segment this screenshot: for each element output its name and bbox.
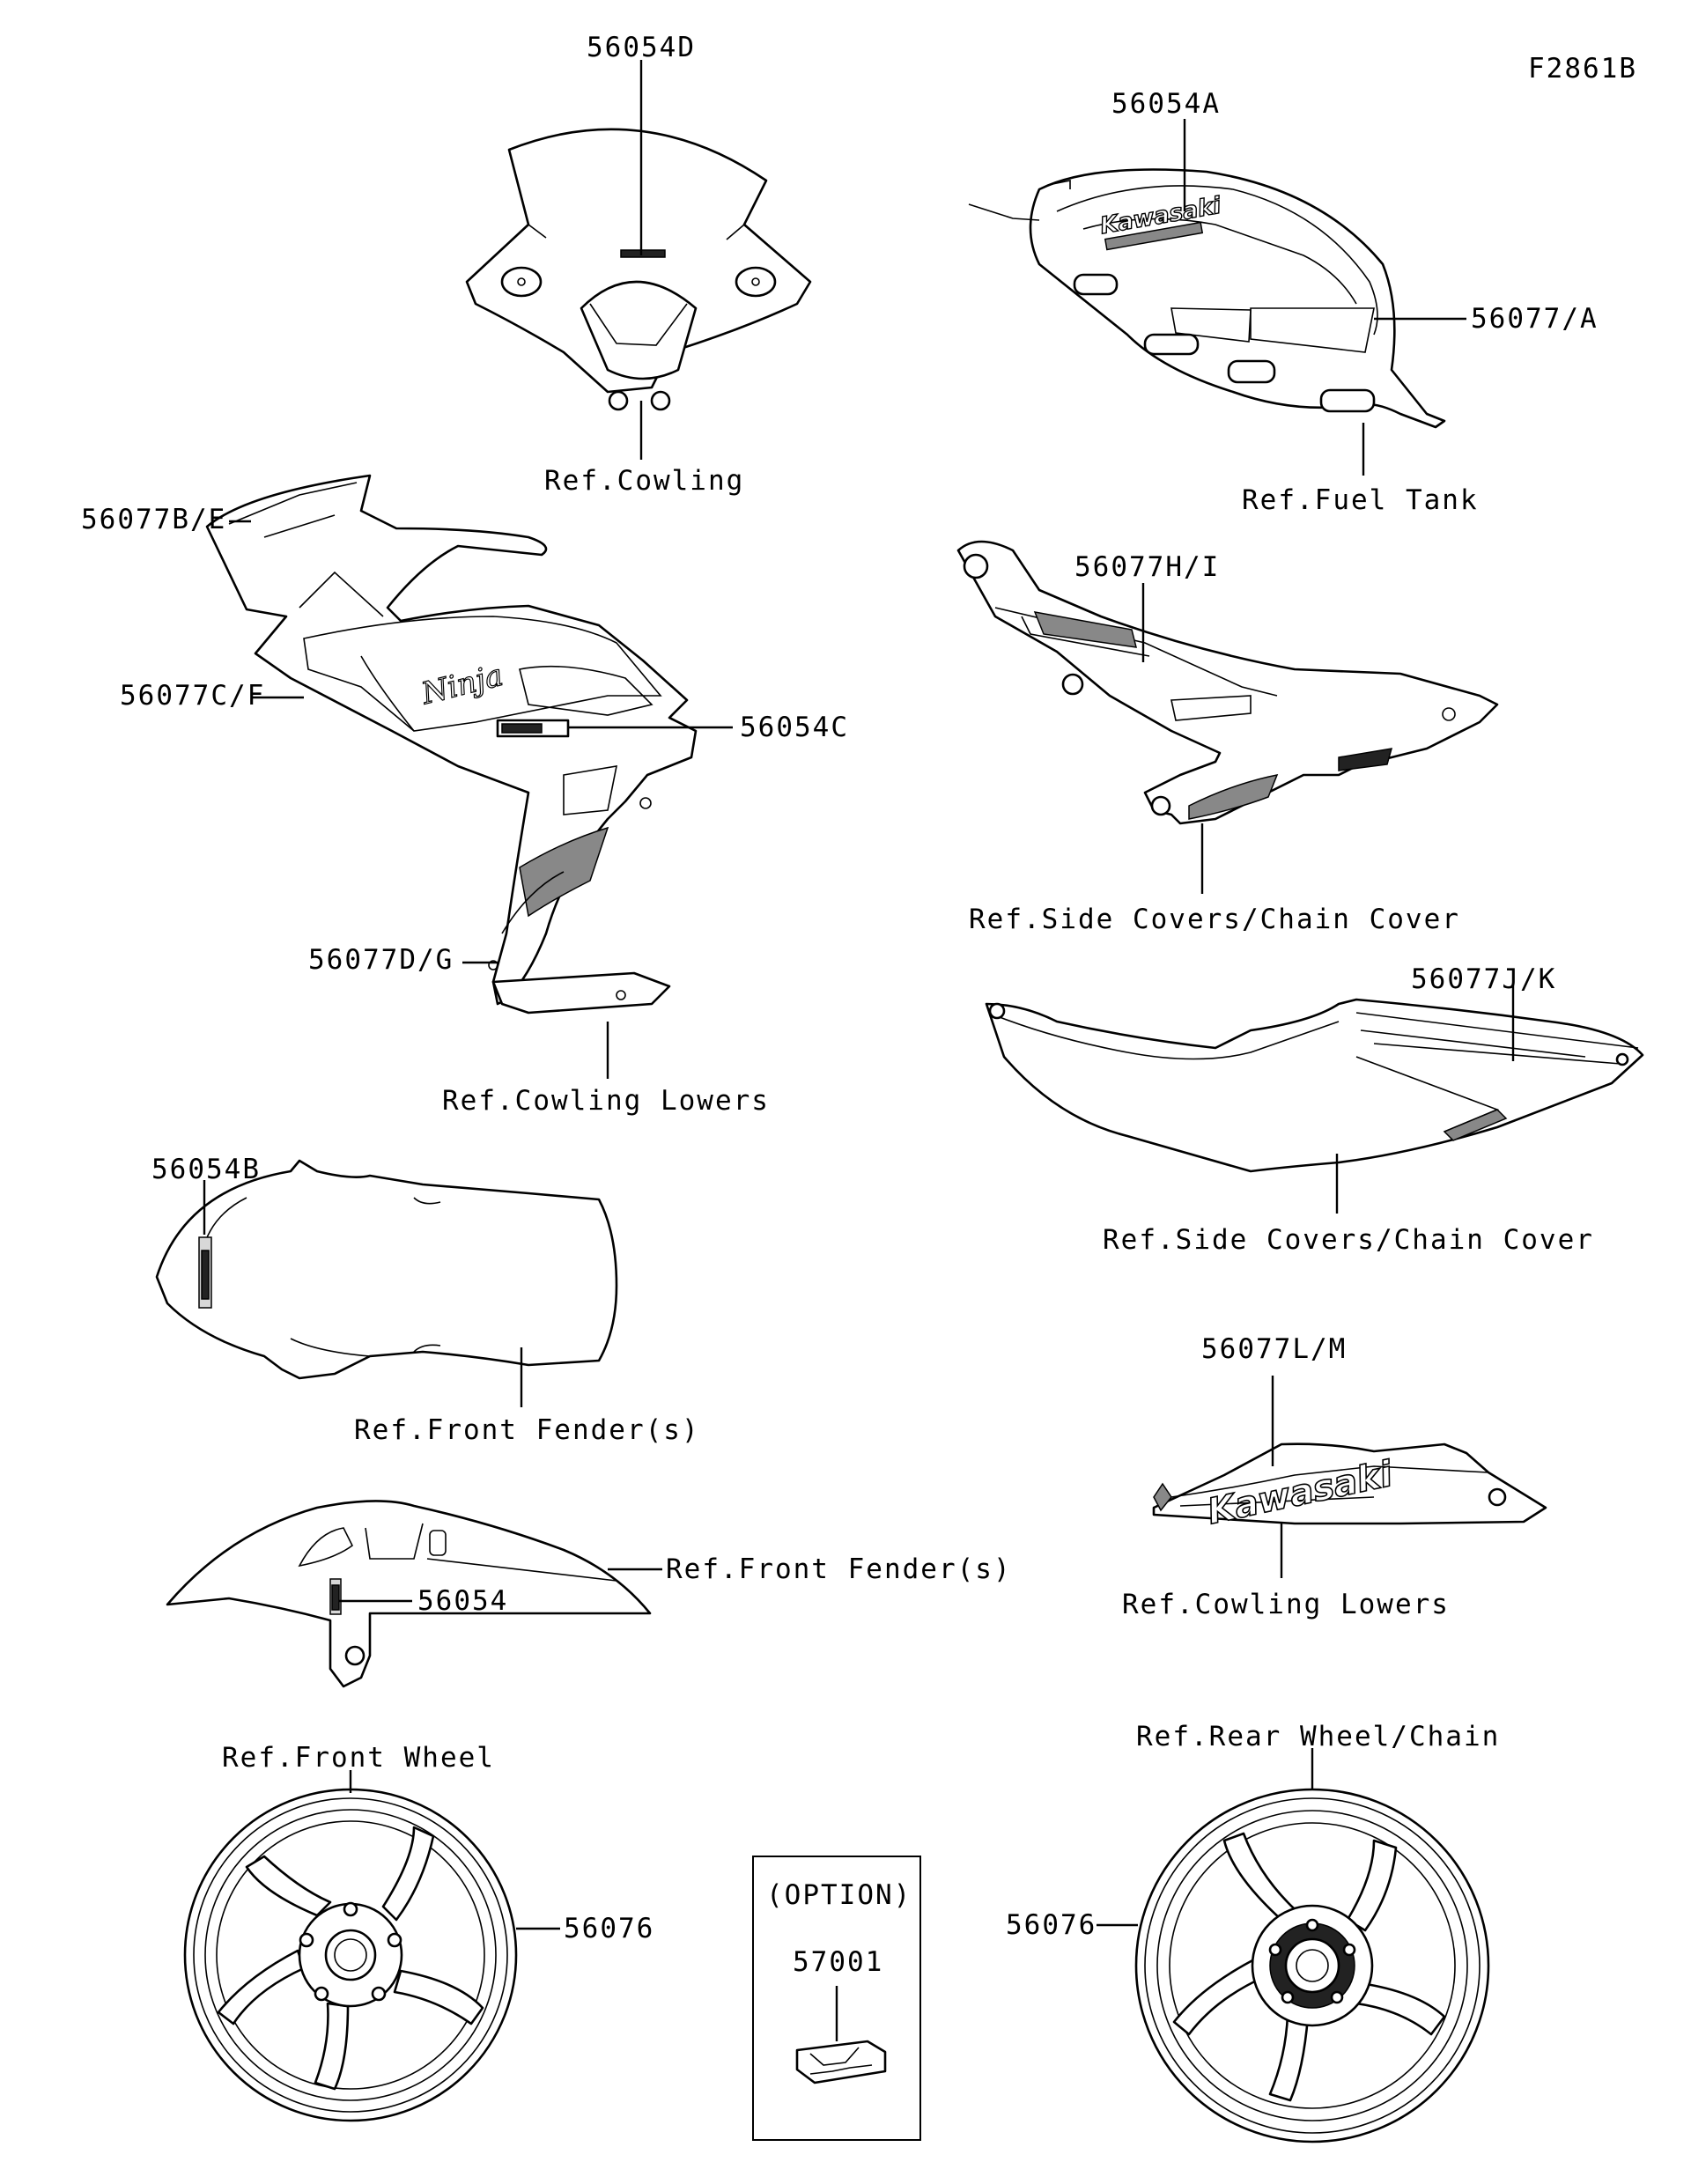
label-56077C-F: 56077C/F xyxy=(120,680,265,712)
label-56077B-E: 56077B/E xyxy=(81,504,226,535)
label-56077D-G: 56077D/G xyxy=(308,944,454,976)
label-ref-front-fender-1: Ref.Front Fender(s) xyxy=(354,1414,700,1446)
front-fender-side-part[interactable] xyxy=(166,1500,652,1688)
side-cover-part[interactable] xyxy=(956,540,1499,825)
option-title: (OPTION) xyxy=(766,1879,912,1911)
label-56077L-M: 56077L/M xyxy=(1201,1333,1347,1365)
cowling-part[interactable]: Ninja xyxy=(205,474,698,1015)
label-ref-side-covers-1: Ref.Side Covers/Chain Cover xyxy=(969,904,1460,935)
label-ref-cowling: Ref.Cowling xyxy=(544,465,744,497)
label-ref-front-wheel: Ref.Front Wheel xyxy=(222,1742,495,1774)
label-ref-cowling-lowers-2: Ref.Cowling Lowers xyxy=(1122,1589,1450,1620)
fuel-tank-part[interactable]: Kawasaki xyxy=(968,168,1446,429)
figure-code: F2861B xyxy=(1528,53,1637,85)
label-56077H-I: 56077H/I xyxy=(1074,551,1220,583)
front-fender-top-part[interactable] xyxy=(155,1159,618,1380)
label-56054B: 56054B xyxy=(151,1154,261,1185)
label-56054C: 56054C xyxy=(740,712,849,743)
label-56076-front: 56076 xyxy=(564,1913,654,1944)
windscreen-part[interactable] xyxy=(465,128,812,411)
label-56054: 56054 xyxy=(417,1585,508,1617)
label-ref-side-covers-2: Ref.Side Covers/Chain Cover xyxy=(1103,1224,1594,1256)
label-56054D: 56054D xyxy=(587,32,696,63)
lower-cowl-part[interactable]: Kawasaki xyxy=(1152,1442,1547,1533)
rear-wheel-part[interactable] xyxy=(1134,1788,1490,2143)
label-ref-fuel-tank: Ref.Fuel Tank xyxy=(1242,484,1479,516)
tail-cover-part[interactable] xyxy=(985,998,1644,1173)
label-56077J-K: 56077J/K xyxy=(1411,963,1556,995)
label-57001: 57001 xyxy=(793,1946,883,1978)
label-ref-cowling-lowers-1: Ref.Cowling Lowers xyxy=(442,1085,770,1117)
label-56054A: 56054A xyxy=(1111,88,1221,120)
front-wheel-part[interactable] xyxy=(183,1788,518,2122)
label-ref-front-fender-2: Ref.Front Fender(s) xyxy=(666,1553,1012,1585)
option-part[interactable] xyxy=(795,2040,887,2084)
label-ref-rear-wheel: Ref.Rear Wheel/Chain xyxy=(1136,1721,1500,1752)
label-56076-rear: 56076 xyxy=(1006,1909,1097,1941)
label-56077-A: 56077/A xyxy=(1471,303,1599,335)
